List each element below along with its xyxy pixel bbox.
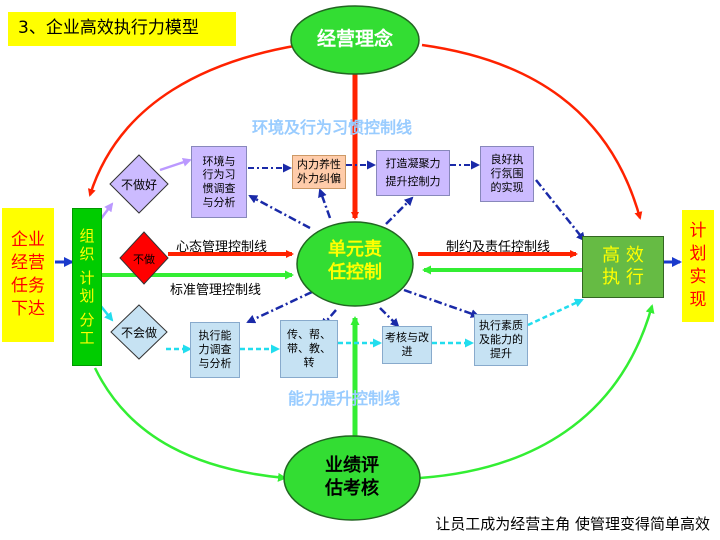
radial-to-inner xyxy=(318,188,332,219)
diamond-cant-shape xyxy=(110,304,168,360)
arrow-good-to-exec xyxy=(535,179,586,242)
arrow-org-to-bad xyxy=(99,202,114,221)
high-exec-line: 执 行 xyxy=(602,267,644,288)
plan-line: 计 xyxy=(689,221,707,242)
concept-label: 经营理念 xyxy=(316,28,393,50)
ellipse-eval xyxy=(283,435,421,521)
radial-to-ability xyxy=(246,290,313,324)
diamond-bad-shape xyxy=(109,154,169,214)
radial-to-assess xyxy=(379,307,400,328)
quality-box: 执行素质 及能力的 提升 xyxy=(474,314,528,366)
quality-line: 提升 xyxy=(490,346,512,360)
arrow-org-to-cant xyxy=(99,304,114,322)
cohesion-box: 打造凝聚力 提升控制力 xyxy=(376,150,450,196)
center-label: 单元责 任控制 xyxy=(297,238,413,285)
ability-control-line-label: 能力提升控制线 xyxy=(288,389,401,408)
good-line: 的实现 xyxy=(490,180,524,194)
assess-line: 进 xyxy=(401,345,413,358)
radial-to-quality xyxy=(403,288,480,318)
radial-to-cohesion xyxy=(385,196,414,225)
task-line: 下达 xyxy=(11,298,45,319)
plan-line: 现 xyxy=(689,289,707,310)
standard-line-label: 标准管理控制线 xyxy=(170,283,262,298)
assess-box: 考核与改 进 xyxy=(382,326,432,364)
org-line: 划 xyxy=(79,287,95,305)
org-line: 计 xyxy=(79,269,95,287)
env-line: 环境与 xyxy=(202,154,236,168)
good-line: 良好执 xyxy=(490,153,524,167)
plan-line: 划 xyxy=(689,244,707,265)
good-line: 行氛围 xyxy=(490,167,524,181)
ellipse-center xyxy=(296,221,414,307)
radial-to-env xyxy=(248,194,311,230)
task-line: 企业 xyxy=(11,230,45,251)
task-box: 企业 经营 任务 下达 xyxy=(2,208,54,342)
page-title-text: 3、企业高效执行力模型 xyxy=(18,18,199,39)
org-line: 工 xyxy=(79,329,95,347)
arrow-quality-to-exec xyxy=(527,298,584,327)
teach-line: 传、帮、 xyxy=(287,328,331,342)
env-line: 惯调查 xyxy=(202,182,236,195)
task-line: 任务 xyxy=(11,276,45,296)
task-line: 经营 xyxy=(11,253,45,274)
assess-line: 考核与改 xyxy=(385,331,429,345)
page-title: 3、企业高效执行力模型 xyxy=(8,12,236,46)
org-line: 分 xyxy=(79,311,95,329)
env-line: 与分析 xyxy=(202,195,236,209)
org-line: 组 xyxy=(79,227,95,245)
high-exec-box: 高 效 执 行 xyxy=(582,236,664,298)
arrow-bad-to-env xyxy=(159,157,192,172)
ability-line: 与分析 xyxy=(198,356,232,370)
inner-line: 外力纠偏 xyxy=(297,172,341,185)
org-plan-box: 组 织 计 划 分 工 xyxy=(72,208,102,366)
plan-box: 计 划 实 现 xyxy=(682,210,714,322)
arc-top-left-red xyxy=(87,43,301,197)
high-exec-line: 高 效 xyxy=(602,244,644,266)
ability-line: 执行能 xyxy=(198,329,232,343)
diamond-cant-label: 不会做 xyxy=(120,326,157,340)
ellipse-concept xyxy=(290,5,420,75)
quality-line: 及能力的 xyxy=(479,333,523,347)
ability-survey-box: 执行能 力调查 与分析 xyxy=(190,322,240,378)
teach-line: 转 xyxy=(303,355,315,369)
org-line: 织 xyxy=(79,245,95,263)
footer-slogan: 让员工成为经营主角 使管理变得简单高效 xyxy=(435,515,710,533)
cohesion-line: 提升控制力 xyxy=(385,175,441,188)
eval-label-line: 业绩评 xyxy=(325,455,379,476)
cohesion-line: 打造凝聚力 xyxy=(385,157,441,171)
arc-bottom-right-green xyxy=(419,304,655,480)
env-survey-box: 环境与 行为习 惯调查 与分析 xyxy=(191,146,247,218)
diamond-bad-label: 不做好 xyxy=(120,178,157,192)
ability-line: 力调查 xyxy=(198,343,232,357)
inner-line: 内力养性 xyxy=(297,158,341,172)
diamond-no-shape xyxy=(119,231,169,285)
plan-line: 实 xyxy=(689,267,707,287)
mindset-line-label: 心态管理控制线 xyxy=(176,240,268,255)
eval-label: 业绩评 估考核 xyxy=(284,454,420,501)
arc-top-right-red xyxy=(421,43,643,220)
quality-line: 执行素质 xyxy=(479,319,523,333)
good-atmos-box: 良好执 行氛围 的实现 xyxy=(480,146,534,202)
eval-label-line: 估考核 xyxy=(325,478,379,500)
teach-box: 传、帮、 带、教、 转 xyxy=(280,320,338,378)
restrict-line-label: 制约及责任控制线 xyxy=(446,240,551,255)
env-control-line-label: 环境及行为习惯控制线 xyxy=(252,118,413,137)
diamond-no-label: 不做 xyxy=(133,253,155,266)
arc-bottom-left-green xyxy=(93,367,287,482)
env-line: 行为习 xyxy=(202,168,236,182)
center-label-line: 任控制 xyxy=(328,262,382,284)
teach-line: 带、教、 xyxy=(287,342,331,356)
inner-force-box: 内力养性 外力纠偏 xyxy=(292,155,346,189)
center-label-line: 单元责 xyxy=(328,239,382,260)
